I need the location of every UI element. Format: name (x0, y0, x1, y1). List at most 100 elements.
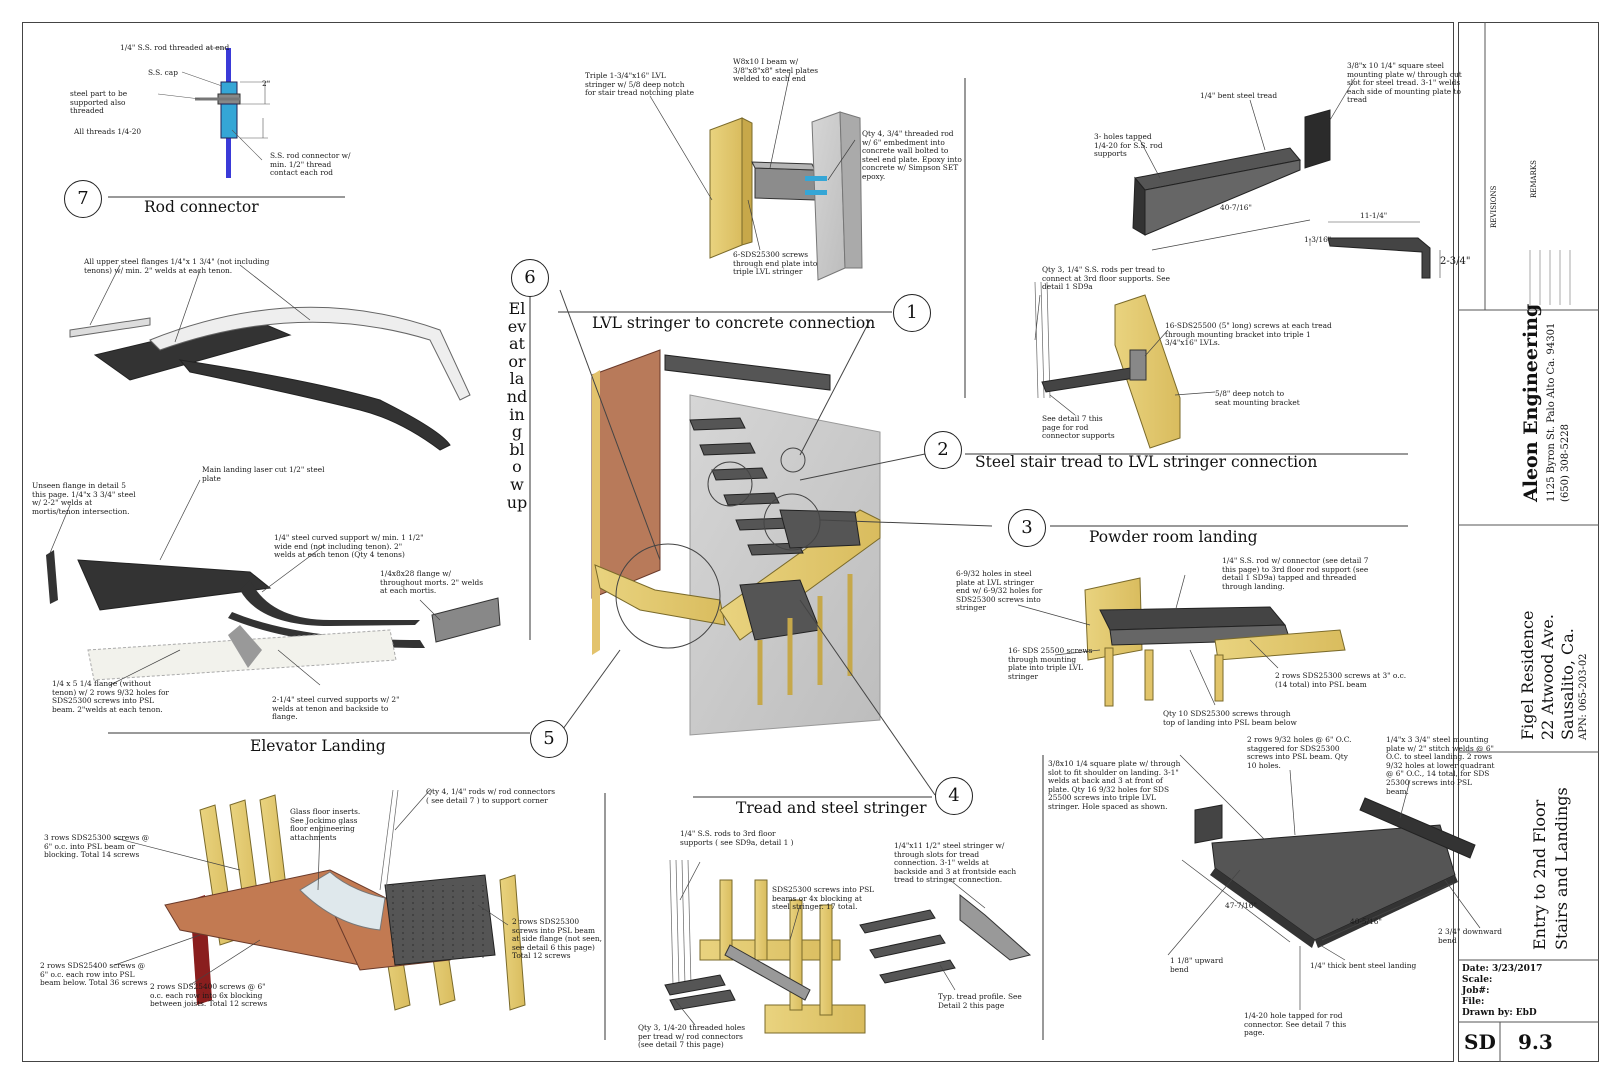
detail-title-5: Elevator Landing (250, 737, 386, 755)
revisions-label: REVISIONS (1490, 185, 1498, 228)
note-square-plate: 3/8x10 1/4 square plate w/ through slot … (1048, 759, 1181, 811)
note-mounting-plate-landing: 1/4"x 3 3/4" steel mounting plate w/ 2" … (1386, 735, 1495, 796)
detail-title-6: Elevator landing blow up (506, 299, 528, 512)
drawing-frame (22, 22, 1454, 1062)
dim-landing-depth: 47-7/16" (1225, 901, 1257, 910)
note-w8-beam: W8x10 I beam w/ 3/8"x8"x8" steel plates … (733, 57, 819, 84)
dim-tread-length: 40-7/16" (1220, 203, 1252, 212)
note-steel-part: steel part to be supported also threaded (70, 89, 128, 116)
project-apn: APN: 065-203-02 (1578, 653, 1589, 740)
dim-landing-width: 40-5/16" (1350, 917, 1382, 926)
note-2rows-sds25400-blocking: 2 rows SDS25400 screws @ 6" o.c. each ro… (150, 982, 268, 1009)
note-see-detail-7: See detail 7 this page for rod connector… (1042, 414, 1115, 441)
note-2rows-sds25300-side: 2 rows SDS25300 screws into PSL beam at … (512, 917, 602, 961)
rod-connector-drawing (157, 47, 270, 178)
note-lvl-stringer: Triple 1-3/4"x16" LVL stringer w/ 5/8 de… (585, 71, 694, 98)
note-sds25300-blocking: SDS25300 screws into PSL beams or 4x blo… (772, 885, 875, 912)
detail-bubble-7: 7 (64, 180, 102, 218)
note-flange-without-tenon: 1/4 x 5 1/4 flange (without tenon) w/ 2 … (52, 679, 169, 714)
firm-address: 1125 Byron St. Palo Alto Ca. 94301 (1546, 322, 1557, 502)
note-flange-28: 1/4x8x28 flange w/ throughout morts. 2" … (380, 569, 483, 596)
note-bent-steel-landing: 1/4" thick bent steel landing (1310, 961, 1417, 970)
note-upper-flanges: All upper steel flanges 1/4"x 1 3/4" (no… (84, 257, 270, 275)
remarks-label: REMARKS (1530, 160, 1538, 198)
firm-phone: (650) 308-5228 (1560, 424, 1571, 502)
elevator-landing-drawing (114, 789, 526, 1011)
firm-name: Aleon Engineering (1520, 303, 1542, 502)
note-ss-cap: S.S. cap (148, 68, 178, 77)
note-rods-support-corner: Qty 4, 1/4" rods w/ rod connectors ( see… (426, 787, 556, 805)
note-2rows-sds25400-psl: 2 rows SDS25400 screws @ 6" o.c. each ro… (40, 961, 148, 988)
detail-bubble-6: 6 (511, 259, 549, 297)
elevator-landing-blowup-bottom (46, 479, 501, 686)
title-block (1458, 22, 1599, 1062)
note-tapped-hole: 1/4-20 hole tapped for rod connector. Se… (1244, 1011, 1347, 1038)
dim-profile-height: 1-3/16" (1304, 235, 1332, 244)
sheet-title-line2: Stairs and Landings (1552, 787, 1571, 950)
note-threaded-rod: Qty 4, 3/4" threaded rod w/ 6" embedment… (862, 129, 962, 181)
note-unseen-flange: Unseen flange in detail 5 this page. 1/4… (32, 481, 136, 516)
lvl-concrete-drawing (649, 71, 863, 281)
powder-room-landing-drawing (1017, 574, 1346, 707)
dim-rod-thread: 2" (262, 79, 271, 88)
info-drawn: Drawn by: EbD (1462, 1008, 1537, 1018)
note-qty10-screws: Qty 10 SDS25300 screws through top of la… (1163, 709, 1297, 727)
sheet-title-line1: Entry to 2nd Floor (1530, 799, 1549, 950)
note-glass-floor: Glass floor inserts. See Jockimo glass f… (290, 807, 361, 842)
note-threaded-holes-per-tread: Qty 3, 1/4-20 threaded holes per tread w… (638, 1023, 746, 1050)
note-sds25500-screws: 16-SDS25500 (5" long) screws at each tre… (1165, 321, 1332, 348)
stair-isometric (554, 289, 993, 796)
info-date: Date: 3/23/2017 (1462, 964, 1543, 974)
steel-tread-drawing (1132, 77, 1441, 279)
detail-bubble-3: 3 (1008, 509, 1046, 547)
note-sds25300-psl: 2 rows SDS25300 screws at 3" o.c. (14 to… (1275, 671, 1407, 689)
detail-bubble-2: 2 (924, 431, 962, 469)
note-all-threads: All threads 1/4-20 (74, 127, 142, 136)
detail-title-1: LVL stringer to concrete connection (592, 314, 876, 332)
detail-title-4: Tread and steel stringer (736, 799, 927, 817)
sheet-number: 9.3 (1518, 1030, 1553, 1054)
project-street: 22 Atwood Ave. (1538, 614, 1557, 740)
note-curved-support: 1/4" steel curved support w/ min. 1 1/2"… (274, 533, 424, 560)
note-holes-stringer-end: 6-9/32 holes in steel plate at LVL strin… (956, 569, 1043, 613)
dim-profile-depth: 2-3/4" (1440, 256, 1471, 267)
detail-title-3: Powder room landing (1089, 528, 1258, 546)
detail-title-2: Steel stair tread to LVL stringer connec… (975, 453, 1318, 471)
note-upward-bend: 1 1/8" upward bend (1170, 956, 1224, 974)
note-3rows-sds25300: 3 rows SDS25300 screws @ 6" o.c. into PS… (44, 833, 150, 860)
note-deep-notch: 5/8" deep notch to seat mounting bracket (1215, 389, 1300, 407)
note-rod-connector: S.S. rod connector w/ min. 1/2" thread c… (270, 151, 351, 178)
note-bent-tread: 1/4" bent steel tread (1200, 91, 1278, 100)
note-2rows-holes-staggered: 2 rows 9/32 holes @ 6" O.C. staggered fo… (1247, 735, 1352, 770)
info-file: File: (1462, 997, 1485, 1007)
info-block: Date: 3/23/2017 Scale: Job#: File: Drawn… (1462, 964, 1542, 1019)
info-job: Job#: (1462, 986, 1490, 996)
detail-bubble-1: 1 (893, 294, 931, 332)
bent-steel-landing-drawing (1167, 754, 1481, 1010)
note-curved-supports-2: 2-1/4" steel curved supports w/ 2" welds… (272, 695, 400, 722)
note-ss-rods-3rd-floor: Qty 3, 1/4" S.S. rods per tread to conne… (1042, 265, 1170, 292)
note-typ-tread-profile: Typ. tread profile. See Detail 2 this pa… (938, 992, 1022, 1010)
note-main-landing-plate: Main landing laser cut 1/2" steel plate (202, 465, 325, 483)
detail-bubble-4: 4 (935, 777, 973, 815)
note-steel-stringer: 1/4"x11 1/2" steel stringer w/ through s… (894, 841, 1017, 885)
dim-profile-width: 11-1/4" (1360, 211, 1388, 220)
detail-title-7: Rod connector (144, 198, 259, 216)
elevator-landing-blowup-top (69, 264, 471, 451)
project-city: Sausalito, Ca. (1558, 628, 1577, 740)
note-ss-rods-sd9a: 1/4" S.S. rods to 3rd floor supports ( s… (680, 829, 794, 847)
note-rod-threaded: 1/4" S.S. rod threaded at end (120, 43, 230, 52)
tread-steel-stringer-drawing (664, 859, 1032, 1034)
note-tapped-holes: 3- holes tapped 1/4-20 for S.S. rod supp… (1094, 132, 1163, 159)
note-mounting-plate: 3/8"x 10 1/4" square steel mounting plat… (1347, 61, 1462, 105)
note-downward-bend: 2 3/4" downward bend (1438, 927, 1502, 945)
note-sds25500-mounting: 16- SDS 25500 screws through mounting pl… (1008, 646, 1093, 681)
note-sds-screws-endplate: 6-SDS25300 screws through end plate into… (733, 250, 818, 277)
note-ss-rod-connector: 1/4" S.S. rod w/ connector (see detail 7… (1222, 556, 1369, 591)
detail-bubble-5: 5 (530, 720, 568, 758)
project-name: Figel Residence (1518, 610, 1537, 740)
info-scale: Scale: (1462, 975, 1493, 985)
sheet-prefix: SD (1464, 1030, 1496, 1054)
tread-stringer-connection-drawing (1034, 281, 1216, 449)
